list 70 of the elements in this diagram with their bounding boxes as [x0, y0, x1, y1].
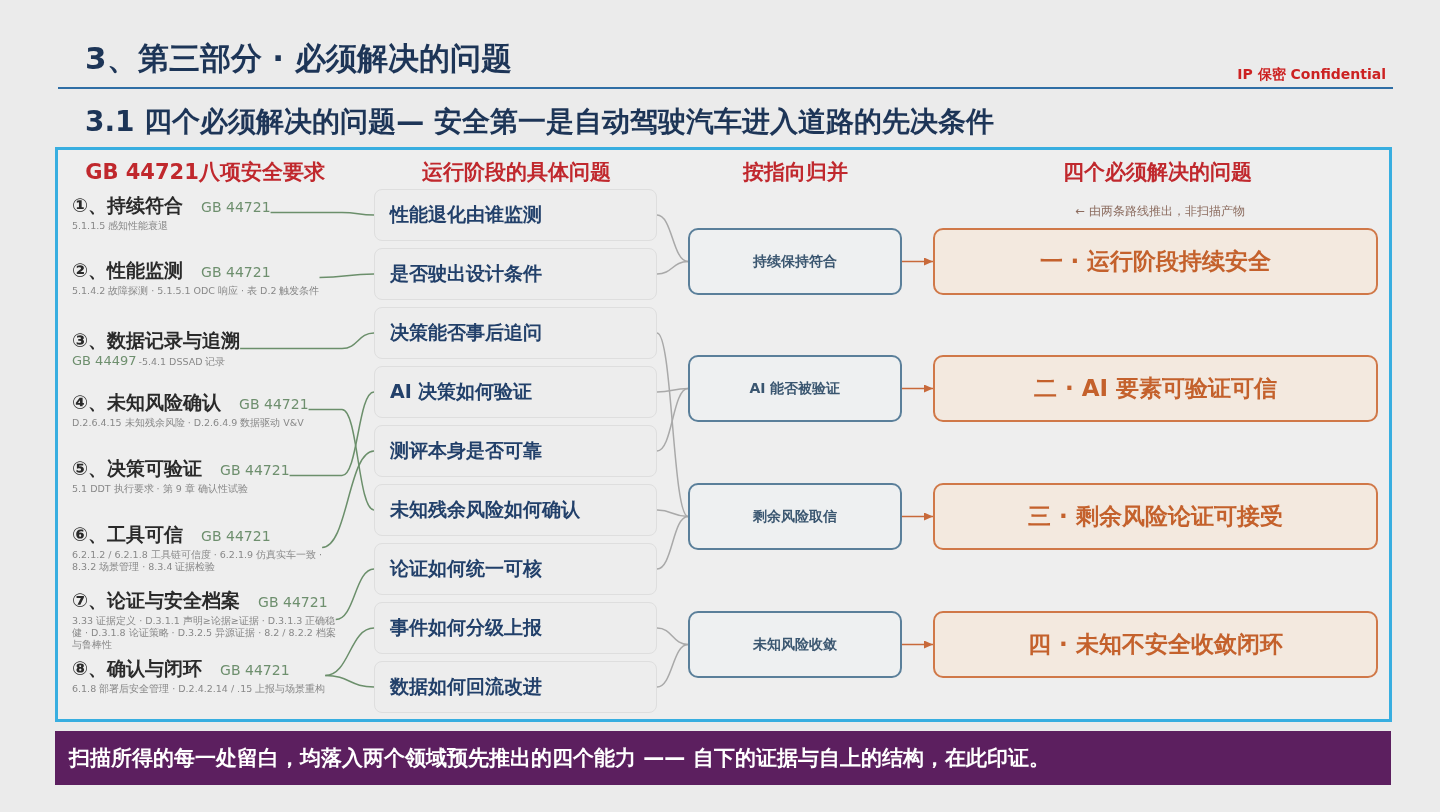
result-box: 二 · AI 要素可验证可信 [933, 355, 1378, 422]
connector-line [269, 211, 375, 216]
slide-title: 3、第三部分 · 必须解决的问题 [85, 39, 512, 78]
standard-tag: GB 44497 [72, 353, 137, 368]
arrow [901, 257, 934, 266]
column-heading: 四个必须解决的问题 [1062, 159, 1252, 186]
requirement-heading: ⑤、决策可验证 [72, 457, 203, 479]
column-heading: GB 44721八项安全要求 [85, 159, 325, 186]
connector-line [321, 450, 375, 549]
group-box: 未知风险收敛 [688, 611, 902, 678]
question-box: 测评本身是否可靠 [374, 425, 657, 477]
summary-banner: 扫描所得的每一处留白，均落入两个领域预先推出的四个能力 —— 自下的证据与自上的结构，在此印证。 [55, 731, 1391, 785]
connector-line [324, 674, 375, 688]
connector-line [656, 627, 689, 646]
connector-line [656, 643, 689, 688]
result-box: 三 · 剩余风险论证可接受 [933, 483, 1378, 550]
standard-tag: GB 44721 [258, 594, 328, 610]
clause-text: 3.33 证据定义 · D.3.1.1 声明≥论据≥证据 · D.3.1.3 正确稳健 · D.3.1.8 论证策略 · D.3.2.5 异源证据 · 8.2 / 8.2.2 档案与鲁棒性 [72, 615, 336, 650]
note-text: ← 由两条路线推出，非扫描产物 [1075, 204, 1245, 219]
column-heading: 运行阶段的具体问题 [421, 159, 611, 186]
connector-line [335, 568, 375, 621]
requirement-heading: ⑦、论证与安全档案 [72, 589, 241, 611]
standard-tag: GB 44721 [239, 396, 309, 412]
clause-text: 5.1.1.5 感知性能衰退 [72, 220, 169, 231]
clause-text: 5.1 DDT 执行要求 · 第 9 章 确认性试验 [72, 483, 248, 494]
connector-line [318, 273, 375, 279]
column-heading: 按指向归并 [742, 159, 848, 186]
connector-line [239, 332, 375, 350]
question-box: 未知残余风险如何确认 [374, 484, 657, 536]
question-box: AI 决策如何验证 [374, 366, 657, 418]
connector-line [656, 214, 689, 263]
connector-line [656, 387, 689, 452]
arrow [901, 512, 934, 521]
result-box: 一 · 运行阶段持续安全 [933, 228, 1378, 295]
group-box: 剩余风险取信 [688, 483, 902, 550]
arrow [901, 384, 934, 393]
connector-line [656, 260, 689, 275]
group-box: AI 能否被验证 [688, 355, 902, 422]
clause-text: -5.4.1 DSSAD 记录 [138, 356, 226, 367]
connector-line [324, 627, 375, 677]
standard-tag: GB 44721 [220, 662, 290, 678]
standard-tag: GB 44721 [201, 264, 271, 280]
question-box: 决策能否事后追问 [374, 307, 657, 359]
requirement-heading: ②、性能监测 [72, 259, 184, 281]
question-box: 论证如何统一可核 [374, 543, 657, 595]
clause-text: 6.1.8 部署后安全管理 · D.2.4.2.14 / .15 上报与场景重构 [72, 683, 326, 694]
confidential-label: IP 保密 Confidential [1237, 66, 1386, 84]
clause-text: D.2.6.4.15 未知残余风险 · D.2.6.4.9 数据驱动 V&V [72, 417, 304, 428]
standard-tag: GB 44721 [220, 462, 290, 478]
arrow [901, 640, 934, 649]
subtitle: 3.1 四个必须解决的问题— 安全第一是自动驾驶汽车进入道路的先决条件 [85, 104, 995, 140]
standard-tag: GB 44721 [201, 199, 271, 215]
requirement-heading: ③、数据记录与追溯 [72, 329, 241, 351]
connector-line [656, 515, 689, 570]
result-box: 四 · 未知不安全收敛闭环 [933, 611, 1378, 678]
question-box: 性能退化由谁监测 [374, 189, 657, 241]
requirement-heading: ⑥、工具可信 [72, 523, 184, 545]
question-box: 事件如何分级上报 [374, 602, 657, 654]
connector-line [288, 391, 375, 477]
connector-line [656, 509, 689, 518]
question-box: 是否驶出设计条件 [374, 248, 657, 300]
standard-tag: GB 44721 [201, 528, 271, 544]
requirement-heading: ①、持续符合 [72, 194, 184, 216]
clause-text: 5.1.4.2 故障探测 · 5.1.5.1 ODC 响应 · 表 D.2 触发条件 [72, 285, 320, 296]
connector-line [307, 408, 375, 511]
connector-line [656, 332, 689, 518]
requirement-heading: ④、未知风险确认 [72, 391, 222, 413]
requirement-heading: ⑧、确认与闭环 [72, 657, 203, 679]
question-box: 数据如何回流改进 [374, 661, 657, 713]
group-box: 持续保持符合 [688, 228, 902, 295]
